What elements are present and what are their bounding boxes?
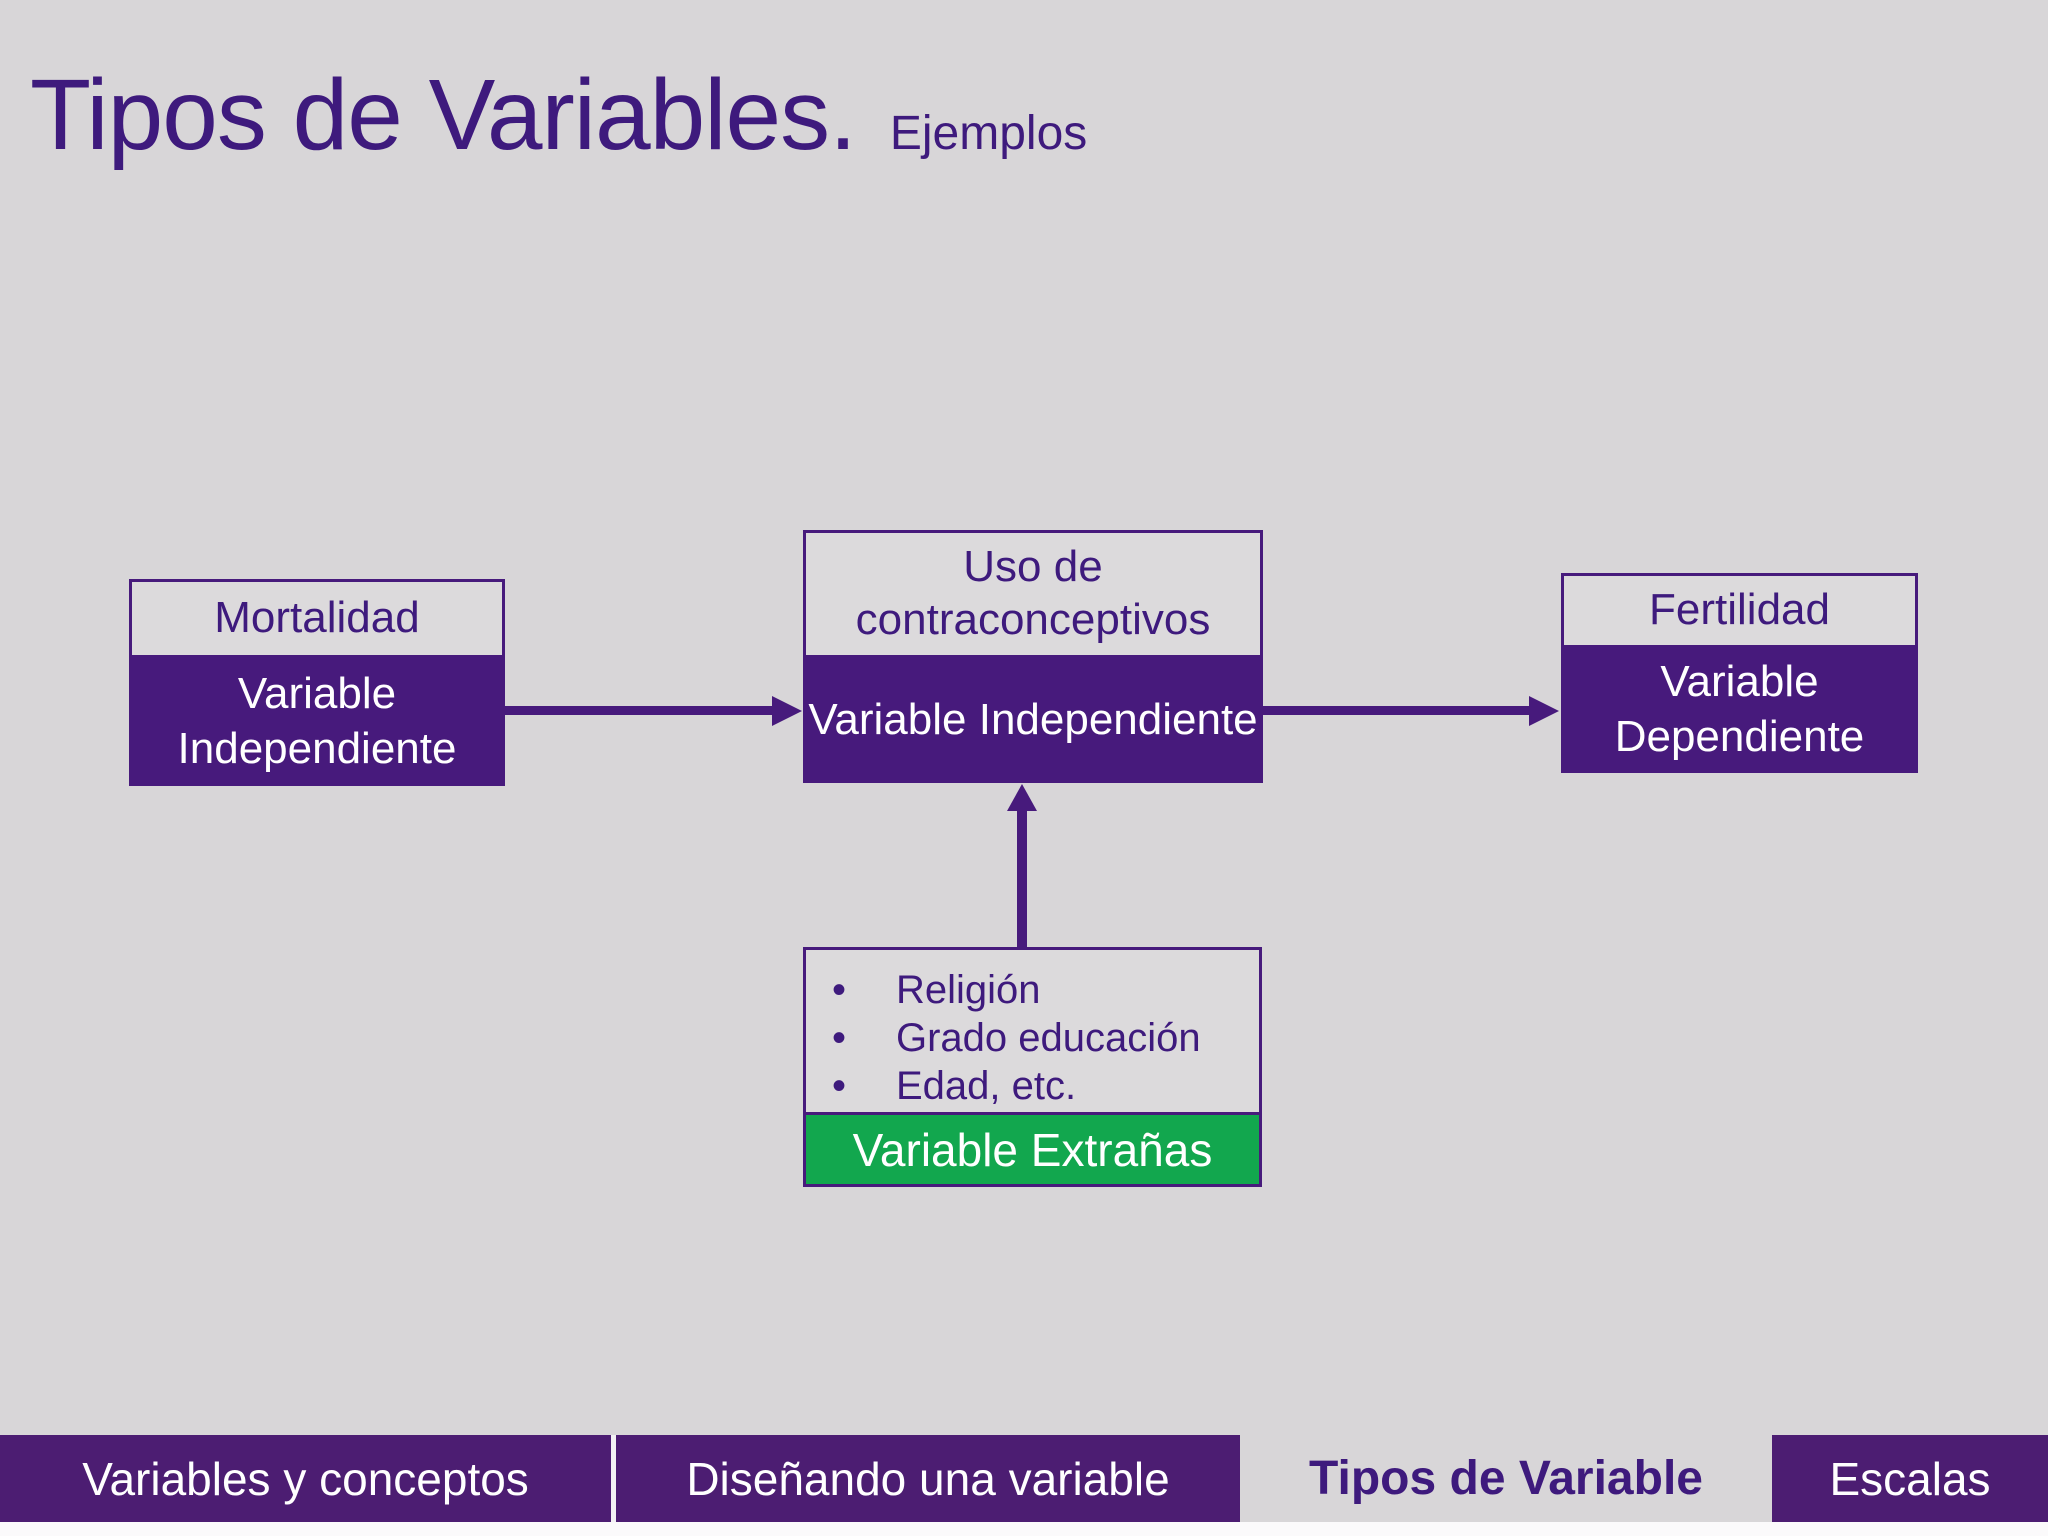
arrow-mortalidad-to-uso — [505, 706, 772, 715]
tab-disenando-una-variable[interactable]: Diseñando una variable — [616, 1435, 1240, 1522]
node-mortalidad-label: Mortalidad — [129, 579, 505, 655]
node-fertilidad-label: Fertilidad — [1561, 573, 1918, 645]
tab-escalas[interactable]: Escalas — [1772, 1435, 2048, 1522]
node-uso-role: Variable Independiente — [803, 655, 1263, 783]
tab-divider — [611, 1435, 616, 1536]
arrow-uso-to-fertilidad — [1263, 706, 1529, 715]
node-mortalidad: Mortalidad Variable Independiente — [129, 579, 505, 786]
node-uso-label: Uso de contraconceptivos — [803, 530, 1263, 655]
node-variables-extranas: • Religión • Grado educación • Edad, etc… — [803, 947, 1262, 1187]
footer-tab-bar: Variables y conceptos Diseñando una vari… — [0, 1435, 2048, 1536]
bullet-item: • Religión — [832, 966, 1249, 1014]
node-mortalidad-role: Variable Independiente — [129, 655, 505, 786]
footer-bottom-strip — [0, 1522, 2048, 1536]
bullet-item-label: Grado educación — [896, 1016, 1201, 1060]
title-row: Tipos de Variables. Ejemplos — [30, 58, 1087, 173]
arrow-up-icon — [1007, 784, 1037, 811]
extraneous-bullet-list: • Religión • Grado educación • Edad, etc… — [803, 947, 1262, 1112]
arrow-right-icon — [1529, 696, 1559, 726]
node-fertilidad: Fertilidad Variable Dependiente — [1561, 573, 1918, 773]
bullet-item: • Edad, etc. — [832, 1062, 1249, 1110]
arrow-extraneous-to-uso — [1017, 806, 1027, 947]
bullet-item-label: Religión — [896, 968, 1041, 1012]
node-extraneous-role: Variable Extrañas — [803, 1112, 1262, 1187]
tab-tipos-de-variable-active[interactable]: Tipos de Variable — [1309, 1452, 1703, 1505]
page-title: Tipos de Variables. — [30, 59, 857, 171]
arrow-right-icon — [772, 696, 802, 726]
bullet-dot: • — [832, 1064, 847, 1108]
bullet-item-label: Edad, etc. — [896, 1064, 1077, 1108]
bullet-dot: • — [832, 968, 847, 1012]
tab-variables-y-conceptos[interactable]: Variables y conceptos — [0, 1435, 611, 1522]
bullet-dot: • — [832, 1016, 847, 1060]
node-uso-contraconceptivos: Uso de contraconceptivos Variable Indepe… — [803, 530, 1263, 783]
node-fertilidad-role: Variable Dependiente — [1561, 645, 1918, 773]
bullet-item: • Grado educación — [832, 1014, 1249, 1062]
page-subtitle: Ejemplos — [889, 107, 1088, 160]
